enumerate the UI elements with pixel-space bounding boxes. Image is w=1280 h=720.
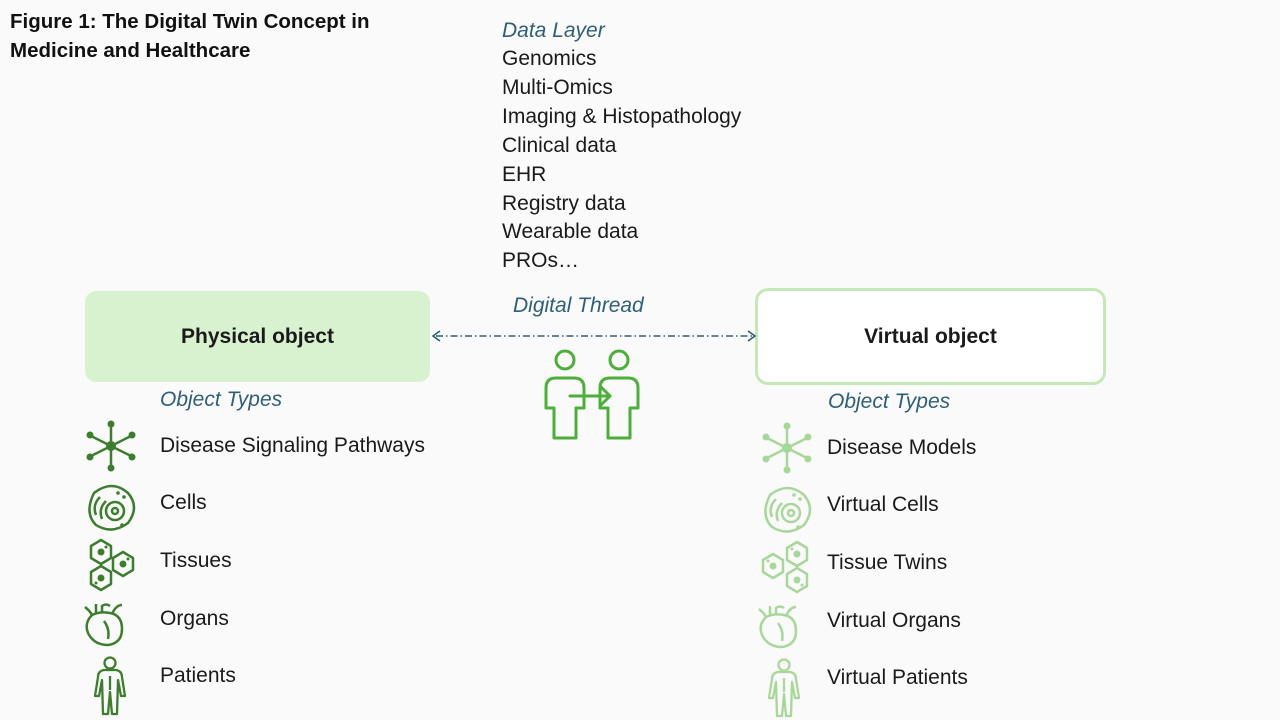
tissue-icon [761,540,809,594]
physical-object-box: Physical object [85,291,430,382]
digital-thread-arrow [431,330,757,342]
data-layer-item: Clinical data [502,133,617,157]
network-icon [762,422,812,474]
data-layer-heading: Data Layer [502,19,605,42]
person-icon [767,658,801,718]
network-icon [86,420,136,472]
data-layer-item: PROs… [502,249,580,273]
physical-item-label: Organs [160,607,229,630]
data-layer-item: Multi-Omics [502,75,613,99]
data-layer-item: Registry data [502,191,626,215]
virtual-item-label: Disease Models [827,436,977,459]
virtual-item-label: Tissue Twins [827,551,948,574]
tissue-icon [89,538,135,592]
virtual-object-box: Virtual object [755,288,1106,385]
virtual-item-label: Virtual Organs [827,609,961,632]
virtual-types-heading: Object Types [828,390,951,413]
person-icon [93,656,127,716]
digital-thread-label: Digital Thread [513,294,644,317]
physical-item-label: Disease Signaling Pathways [160,434,425,457]
data-layer-item: Imaging & Histopathology [502,104,742,128]
data-layer-item: Wearable data [502,220,639,244]
heart-icon [84,603,124,647]
virtual-object-label: Virtual object [864,324,997,348]
data-layer: Data Layer Genomics Multi-Omics Imaging … [502,17,741,276]
figure-title: Figure 1: The Digital Twin Concept in Me… [10,10,370,62]
virtual-item-label: Virtual Cells [827,493,939,516]
virtual-item-label: Virtual Patients [827,666,968,689]
data-layer-item: EHR [502,162,547,186]
twin-transfer-icon [544,349,640,440]
physical-item-label: Cells [160,491,207,514]
physical-types-heading: Object Types [160,388,283,411]
data-layer-item: Genomics [502,47,597,70]
physical-item-label: Patients [160,664,236,687]
heart-icon [758,605,798,649]
cell-icon [88,484,136,531]
cell-icon [764,486,812,533]
physical-item-label: Tissues [160,549,232,572]
physical-object-label: Physical object [181,324,334,348]
